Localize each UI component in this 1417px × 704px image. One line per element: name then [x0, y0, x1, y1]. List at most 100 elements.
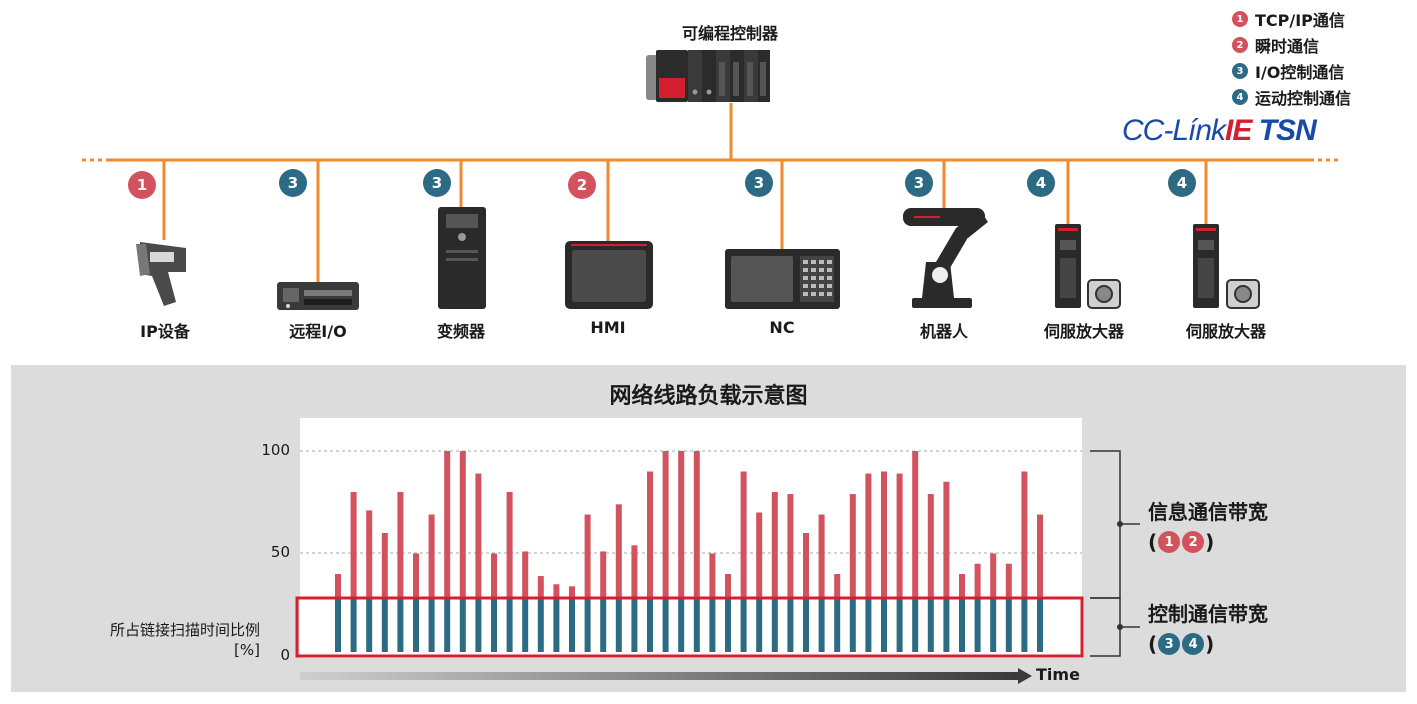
legend: 1 TCP/IP通信 2 瞬时通信 3 I/O控制通信 4 运动控制通信: [1232, 6, 1351, 110]
info-bar: [366, 510, 373, 598]
info-bar: [865, 473, 872, 598]
legend-label: TCP/IP通信: [1255, 11, 1345, 30]
control-bar: [959, 598, 965, 652]
control-bar: [413, 598, 419, 652]
bandwidth-brackets: [1090, 450, 1140, 657]
info-bar: [818, 514, 825, 598]
control-bar: [506, 598, 513, 652]
device-badge: 3: [423, 169, 451, 197]
info-bar: [335, 574, 341, 598]
control-bar: [366, 598, 373, 652]
info-bar: [444, 451, 451, 598]
hmi-icon: [565, 241, 653, 309]
info-bar: [615, 504, 622, 598]
device-label: 机器人: [919, 322, 968, 341]
control-bar: [569, 598, 575, 652]
legend-number: 4: [1232, 89, 1248, 105]
control-bar: [693, 598, 700, 652]
legend-label: 运动控制通信: [1255, 89, 1352, 108]
legend-number: 3: [1232, 63, 1248, 79]
info-bar: [771, 492, 778, 598]
nc-icon: [725, 249, 840, 309]
control-bar: [1005, 598, 1012, 652]
info-bar: [631, 545, 638, 598]
device-label: 变频器: [436, 322, 485, 341]
device-badge: 4: [1027, 169, 1055, 197]
info-bar: [569, 586, 575, 598]
control-bar: [397, 598, 404, 652]
control-bar: [974, 598, 981, 652]
device-label: 远程I/O: [289, 322, 347, 341]
info-bar: [990, 553, 997, 598]
device-badge: 4: [1168, 169, 1196, 197]
control-bar: [709, 598, 716, 652]
control-bar: [927, 598, 934, 652]
info-bar: [1005, 563, 1012, 598]
control-bar: [818, 598, 825, 652]
info-bar: [959, 574, 965, 598]
control-bar: [740, 598, 747, 652]
y-tick-label: 0: [280, 646, 290, 664]
control-bar: [350, 598, 357, 652]
info-bar: [381, 533, 388, 598]
control-bar: [834, 598, 841, 652]
legend-item: 4 运动控制通信: [1232, 84, 1351, 110]
x-axis-label: Time: [1036, 665, 1080, 684]
legend-number: 2: [1232, 37, 1248, 53]
control-bar: [647, 598, 653, 652]
info-bar: [397, 492, 404, 598]
info-bar: [647, 471, 653, 598]
info-bar: [553, 584, 560, 598]
info-bar: [537, 576, 544, 598]
info-bar: [740, 471, 747, 598]
control-bar: [537, 598, 544, 652]
control-bar: [553, 598, 560, 652]
info-bar: [849, 494, 856, 598]
control-bar: [600, 598, 607, 652]
info-bar: [506, 492, 513, 598]
info-bar: [803, 533, 809, 598]
info-bandwidth-numbers: ( 1 2 ): [1148, 530, 1215, 554]
control-bar: [381, 598, 388, 652]
device-badge: 3: [905, 169, 933, 197]
device-label: IP设备: [140, 322, 190, 341]
info-bar: [787, 494, 794, 598]
control-bar: [631, 598, 638, 652]
control-bar: [428, 598, 435, 652]
remote-io-icon: [277, 282, 359, 310]
control-bar: [522, 598, 529, 652]
info-bar: [350, 492, 357, 598]
info-bar: [927, 494, 934, 598]
info-bar: [912, 451, 919, 598]
control-bar: [615, 598, 622, 652]
y-axis-label: 所占链接扫描时间比例 [%]: [109, 621, 260, 659]
control-bar: [444, 598, 451, 652]
control-bar: [475, 598, 482, 652]
info-bar: [881, 471, 887, 598]
control-bar: [912, 598, 919, 652]
info-bar: [428, 514, 435, 598]
barcode-scanner-icon: [136, 242, 186, 306]
control-bar: [771, 598, 778, 652]
info-bar: [943, 481, 950, 598]
control-bar: [725, 598, 731, 652]
control-bar: [803, 598, 809, 652]
panel-title: 网络线路负载示意图: [609, 384, 808, 409]
info-bar: [491, 553, 497, 598]
legend-number: 1: [1232, 11, 1248, 27]
control-bandwidth-numbers: ( 3 4 ): [1148, 632, 1215, 656]
servo-amplifier-icon: [1193, 224, 1260, 309]
control-bar: [491, 598, 497, 652]
info-bar: [709, 553, 716, 598]
device-label: 伺服放大器: [1043, 322, 1124, 341]
info-bandwidth-title: 信息通信带宽: [1148, 500, 1268, 524]
legend-item: 3 I/O控制通信: [1232, 58, 1351, 84]
device-badge: 2: [568, 171, 596, 199]
control-bar: [584, 598, 591, 652]
info-bar: [413, 553, 419, 598]
info-bar: [600, 551, 607, 598]
inverter-icon: [438, 207, 486, 309]
info-bar: [662, 451, 669, 598]
info-bar: [974, 563, 981, 598]
